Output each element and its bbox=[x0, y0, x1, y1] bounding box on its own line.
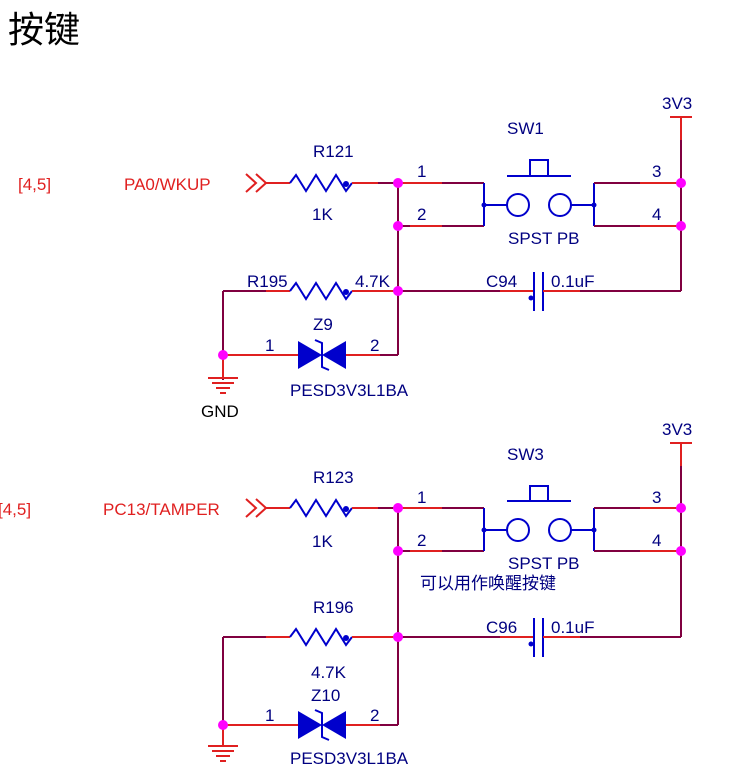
sw3-type: SPST PB bbox=[508, 554, 580, 573]
junction-dots-1 bbox=[218, 178, 686, 360]
z10-pin-2: 2 bbox=[370, 706, 379, 725]
power-label-2: 3V3 bbox=[662, 420, 692, 439]
z9-pin-2: 2 bbox=[370, 336, 379, 355]
net-label-pc13-tamper: PC13/TAMPER bbox=[103, 500, 220, 519]
sw1-pin-4: 4 bbox=[652, 205, 661, 224]
net-label-pa0-wkup: PA0/WKUP bbox=[124, 175, 211, 194]
power-3v3-symbol-2 bbox=[670, 442, 692, 637]
c96-value: 0.1uF bbox=[551, 618, 594, 637]
sw3-pin-3: 3 bbox=[652, 488, 661, 507]
power-3v3-symbol-1 bbox=[670, 116, 692, 291]
sw3-pin-4: 4 bbox=[652, 531, 661, 550]
resistor-r121 bbox=[266, 173, 378, 193]
switch-sw1 bbox=[398, 159, 681, 227]
sw1-ref: SW1 bbox=[507, 119, 544, 138]
capacitor-c96 bbox=[398, 618, 681, 657]
circuit-pc13-tamper: [4,5] PC13/TAMPER R123 1K bbox=[0, 420, 692, 768]
r121-value: 1K bbox=[312, 205, 333, 224]
resistor-r196 bbox=[223, 627, 398, 647]
sw1-pin-1: 1 bbox=[417, 162, 426, 181]
tvs-diode-z10 bbox=[223, 709, 398, 741]
r196-ref: R196 bbox=[313, 598, 354, 617]
input-port-arrow-1 bbox=[245, 173, 268, 193]
c94-value: 0.1uF bbox=[551, 272, 594, 291]
z9-pin-1: 1 bbox=[265, 336, 274, 355]
z10-ref: Z10 bbox=[311, 686, 340, 705]
z10-part: PESD3V3L1BA bbox=[290, 749, 409, 768]
resistor-r195 bbox=[223, 281, 398, 301]
junction-dots-2 bbox=[218, 503, 686, 730]
sw3-pin-2: 2 bbox=[417, 531, 426, 550]
z9-ref: Z9 bbox=[313, 315, 333, 334]
ground-symbol-2 bbox=[208, 725, 238, 762]
sw1-type: SPST PB bbox=[508, 229, 580, 248]
tvs-diode-z9 bbox=[223, 339, 398, 371]
r195-ref: R195 bbox=[247, 272, 288, 291]
ground-symbol-1 bbox=[208, 355, 238, 394]
r123-ref: R123 bbox=[313, 468, 354, 487]
r195-value: 4.7K bbox=[355, 272, 391, 291]
sw1-pin-3: 3 bbox=[652, 162, 661, 181]
switch-sw3 bbox=[398, 485, 681, 552]
resistor-r123 bbox=[266, 498, 378, 518]
sw3-pin-1: 1 bbox=[417, 488, 426, 507]
z10-pin-1: 1 bbox=[265, 706, 274, 725]
sw3-ref: SW3 bbox=[507, 445, 544, 464]
page-title: 按键 bbox=[8, 10, 80, 51]
c94-ref: C94 bbox=[486, 272, 517, 291]
z9-part: PESD3V3L1BA bbox=[290, 381, 409, 400]
gnd-label: GND bbox=[201, 402, 239, 421]
sw1-pin-2: 2 bbox=[417, 205, 426, 224]
wakeup-note: 可以用作唤醒按键 bbox=[420, 574, 556, 594]
r196-value: 4.7K bbox=[311, 663, 347, 682]
r123-value: 1K bbox=[312, 532, 333, 551]
circuit-pa0-wkup: [4,5] PA0/WKUP R121 1K bbox=[18, 94, 692, 421]
sheet-ref-2: [4,5] bbox=[0, 500, 31, 519]
input-port-arrow-2 bbox=[245, 498, 268, 518]
c96-ref: C96 bbox=[486, 618, 517, 637]
r121-ref: R121 bbox=[313, 142, 354, 161]
power-label-1: 3V3 bbox=[662, 94, 692, 113]
sheet-ref-1: [4,5] bbox=[18, 175, 51, 194]
capacitor-c94 bbox=[398, 272, 681, 311]
